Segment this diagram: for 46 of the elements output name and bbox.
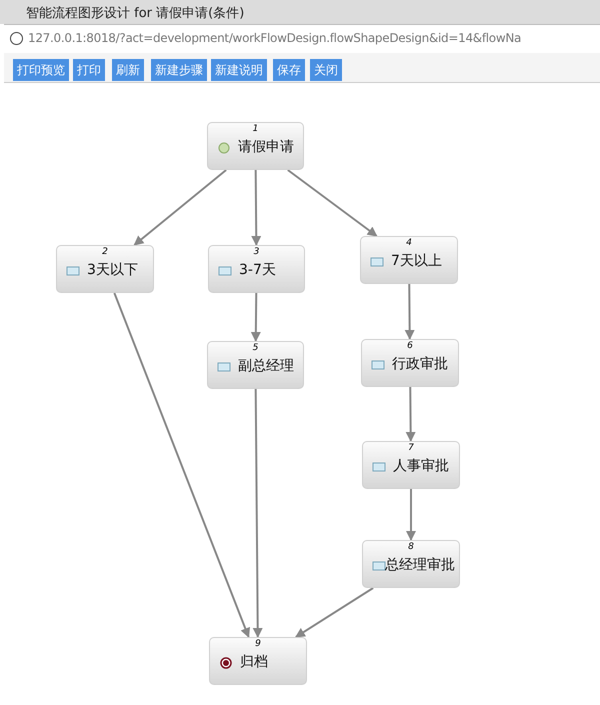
step-label: 总经理审批 (385, 556, 455, 574)
step-label: 3-7天 (239, 261, 276, 279)
arrow (404, 284, 415, 340)
arrow (252, 389, 263, 638)
step-number: 1 (252, 124, 260, 134)
start-box (207, 122, 304, 170)
step-number: 2 (101, 247, 109, 257)
step-box (207, 341, 304, 389)
url-text: 127.0.0.1:8018/?act=development/workFlowDesign.flowShapeDesign&id=14&flowNa (28, 31, 522, 45)
toolbar-button: 打印 (73, 59, 105, 81)
step-box (360, 236, 458, 284)
toolbar-button: 新建步骤 (151, 59, 207, 81)
step-number: 9 (254, 639, 262, 649)
step-number: 5 (252, 343, 260, 353)
step-box (362, 540, 460, 588)
step-label: 归档 (240, 653, 268, 671)
window-title: 智能流程图形设计 for 请假申请(条件) (26, 5, 244, 22)
step-label: 7天以上 (391, 252, 442, 270)
arrow (250, 292, 261, 342)
arrow (295, 587, 374, 638)
arrow (251, 170, 262, 246)
step-label: 副总经理 (238, 357, 294, 375)
step-number: 7 (407, 443, 415, 453)
step-box (56, 245, 154, 293)
toolbar-button: 打印预览 (13, 59, 69, 81)
step-box (362, 441, 460, 489)
end-box (209, 637, 307, 685)
step-label: 3天以下 (87, 261, 138, 279)
toolbar-button: 保存 (273, 59, 305, 81)
step-label: 人事审批 (393, 457, 449, 475)
step-box (208, 245, 305, 293)
step-number: 3 (252, 247, 260, 257)
arrow (406, 489, 416, 541)
step-label: 行政审批 (392, 355, 448, 373)
toolbar-button: 刷新 (112, 59, 144, 81)
step-label: 请假申请 (238, 138, 294, 156)
step-number: 8 (407, 542, 415, 552)
step-number: 6 (406, 341, 414, 351)
arrow (113, 292, 250, 638)
toolbar-button: 新建说明 (211, 59, 267, 81)
arrow (287, 169, 378, 237)
arrow (134, 169, 227, 246)
step-box (361, 339, 459, 387)
arrow (406, 386, 416, 442)
toolbar-button: 关闭 (310, 59, 342, 81)
step-number: 4 (405, 238, 413, 248)
